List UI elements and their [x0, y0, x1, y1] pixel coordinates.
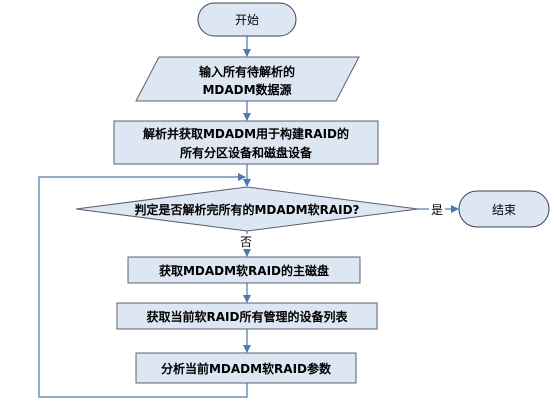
params-node: 分析当前MDADM软RAID参数 — [135, 352, 357, 384]
end-node: 结束 — [458, 190, 550, 228]
end-label: 结束 — [492, 203, 516, 217]
parse-label-line1: 解析并获取MDADM用于构建RAID的 — [143, 126, 349, 141]
edge-loop-back — [38, 173, 248, 398]
parse-label-line2: 所有分区设备和磁盘设备 — [180, 145, 313, 160]
input-label-line1: 输入所有待解析的 — [199, 64, 295, 79]
main-disk-label: 获取MDADM软RAID的主磁盘 — [158, 263, 329, 278]
main-disk-node: 获取MDADM软RAID的主磁盘 — [127, 256, 361, 284]
device-list-label: 获取当前软RAID所有管理的设备列表 — [146, 309, 349, 324]
yes-label-bg — [429, 201, 445, 217]
params-label: 分析当前MDADM软RAID参数 — [161, 361, 332, 376]
decision-node: 判定是否解析完所有的MDADM软RAID? — [75, 186, 419, 232]
start-label: 开始 — [235, 13, 259, 27]
start-node: 开始 — [197, 2, 297, 37]
input-node: 输入所有待解析的 MDADM数据源 — [135, 56, 360, 102]
edge-label-no: 否 — [240, 235, 252, 249]
input-label-line2: MDADM数据源 — [202, 82, 291, 97]
parse-node: 解析并获取MDADM用于构建RAID的 所有分区设备和磁盘设备 — [113, 120, 379, 165]
edge-label-yes: 是 — [431, 203, 443, 217]
device-list-node: 获取当前软RAID所有管理的设备列表 — [116, 302, 378, 330]
decision-label: 判定是否解析完所有的MDADM软RAID? — [134, 202, 359, 217]
